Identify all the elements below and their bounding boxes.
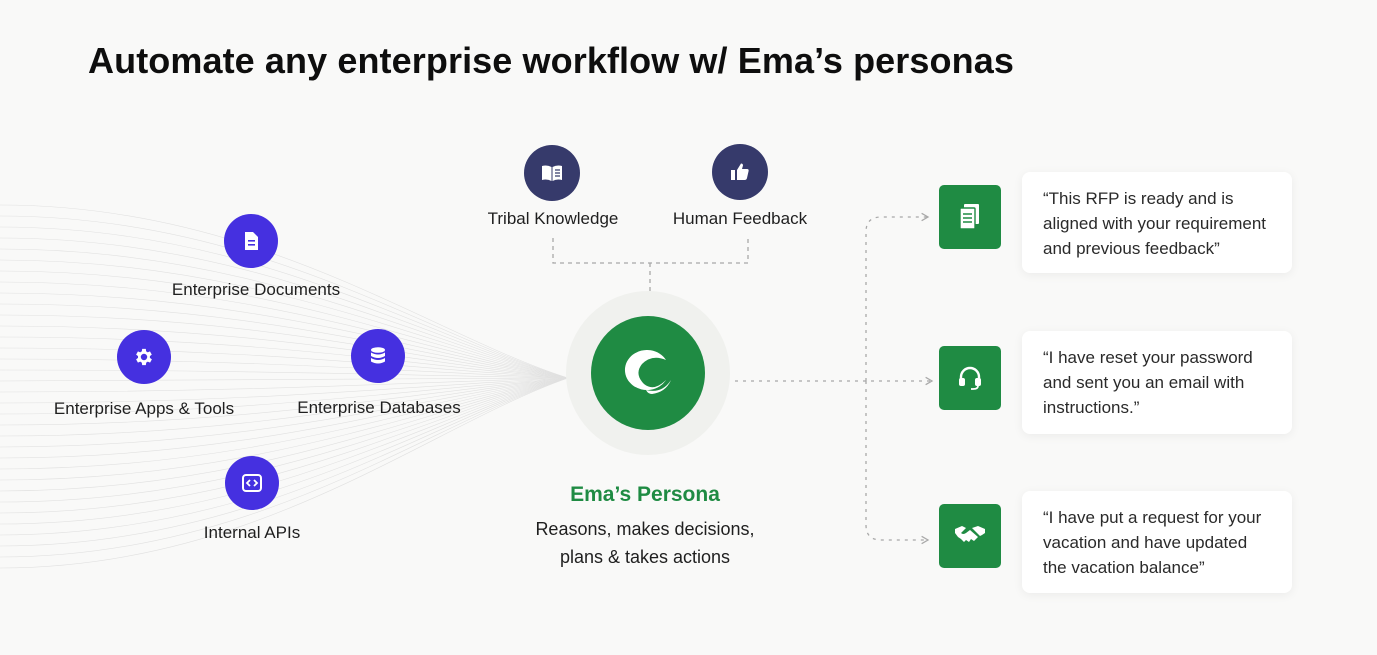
fan-line <box>0 347 569 379</box>
persona-description-line: plans & takes actions <box>559 547 731 567</box>
code-icon <box>225 456 279 510</box>
message-line: aligned with your requirement <box>1043 214 1267 233</box>
fan-line <box>0 303 569 379</box>
fan-line <box>0 314 569 379</box>
book-icon <box>524 145 580 201</box>
message-line: the vacation balance” <box>1043 558 1205 577</box>
fan-line <box>0 377 569 558</box>
fan-line <box>0 215 569 379</box>
fan-line <box>0 377 569 404</box>
fan-line <box>0 377 569 415</box>
document-icon <box>224 214 278 268</box>
persona-description: Reasons, makes decisions, plans & takes … <box>495 515 795 571</box>
fan-line <box>0 377 569 503</box>
fan-line <box>0 292 569 379</box>
message-line: vacation and have updated <box>1043 533 1248 552</box>
fan-line <box>0 270 569 379</box>
fan-line <box>0 377 569 459</box>
fan-line <box>0 369 569 379</box>
source-label: Human Feedback <box>672 209 808 228</box>
output-headset-icon <box>939 346 1001 410</box>
message-line: “I have put a request for your <box>1043 508 1262 527</box>
output-connector <box>735 212 934 545</box>
fan-line <box>0 377 569 492</box>
output-message-card: “I have put a request for your vacation … <box>1022 491 1292 593</box>
fan-line <box>0 325 569 379</box>
message-line: and sent you an email with <box>1043 373 1245 392</box>
page-title: Automate any enterprise workflow w/ Ema’… <box>88 40 1014 81</box>
fan-line <box>0 377 569 393</box>
fan-line <box>0 336 569 379</box>
message-line: instructions.” <box>1043 398 1140 417</box>
fan-line <box>0 377 569 514</box>
fan-line <box>0 377 569 547</box>
thumbs-up-icon <box>712 144 768 200</box>
input-fan-lines <box>0 204 569 569</box>
fan-line <box>0 204 569 379</box>
persona-title: Ema’s Persona <box>570 483 720 506</box>
message-line: and previous feedback” <box>1043 239 1220 258</box>
fan-line <box>0 377 569 569</box>
fan-line <box>0 248 569 379</box>
gear-icon <box>117 330 171 384</box>
fan-line <box>0 281 569 379</box>
source-label: Tribal Knowledge <box>487 209 619 228</box>
input-label: Enterprise Documents <box>171 280 341 299</box>
input-label: Enterprise Databases <box>297 398 461 417</box>
output-document-icon <box>939 185 1001 249</box>
database-icon <box>351 329 405 383</box>
input-label: Enterprise Apps & Tools <box>53 399 235 418</box>
fan-line <box>0 377 569 448</box>
output-handshake-icon <box>939 504 1001 568</box>
fan-line <box>0 377 569 525</box>
output-message-card: “I have reset your password and sent you… <box>1022 331 1292 434</box>
fan-line <box>0 358 569 379</box>
ema-logo-icon <box>591 316 705 430</box>
message-line: “I have reset your password <box>1043 348 1253 367</box>
input-label: Internal APIs <box>203 523 301 542</box>
fan-line <box>0 377 569 536</box>
fan-line <box>0 237 569 379</box>
fan-line <box>0 377 569 426</box>
output-message-card: “This RFP is ready and is aligned with y… <box>1022 172 1292 273</box>
fan-line <box>0 259 569 379</box>
persona-description-line: Reasons, makes decisions, <box>535 519 755 539</box>
fan-line <box>0 377 569 437</box>
fan-line <box>0 226 569 379</box>
message-line: “This RFP is ready and is <box>1043 189 1234 208</box>
fan-line <box>0 377 569 481</box>
fan-line <box>0 377 569 470</box>
